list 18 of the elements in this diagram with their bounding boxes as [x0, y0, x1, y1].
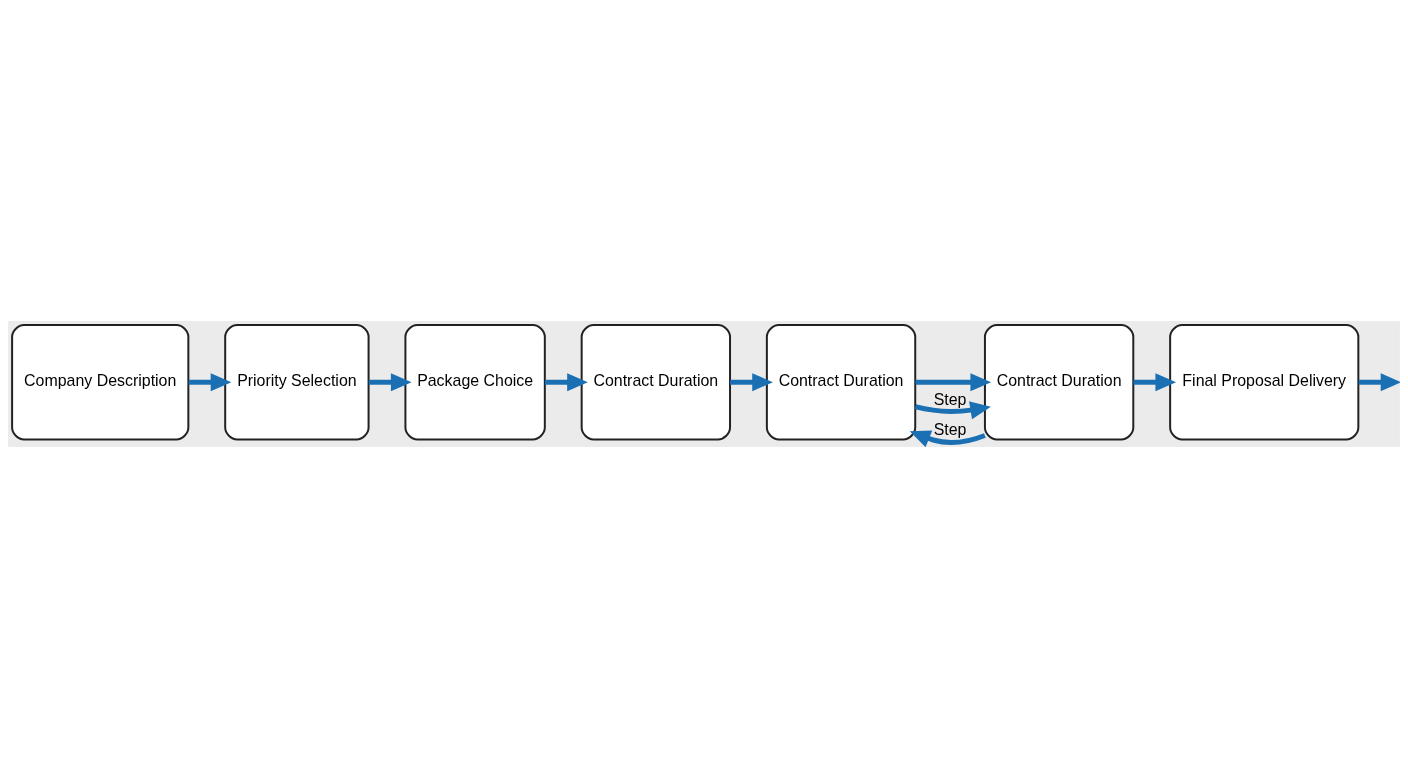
- arrow: [1358, 373, 1400, 392]
- node-box: Final Proposal Delivery: [1169, 324, 1360, 441]
- arrow: [188, 373, 232, 392]
- arrow: [914, 401, 991, 420]
- arrow: [909, 430, 986, 447]
- arrow: [915, 373, 992, 392]
- arrow: [368, 373, 412, 392]
- arrow: [544, 373, 588, 392]
- node-box: Priority Selection: [224, 324, 370, 441]
- node-box: Contract Duration: [983, 324, 1135, 441]
- node-box: Contract Duration: [765, 324, 917, 441]
- arrow: [730, 373, 773, 392]
- arrow: [1133, 373, 1177, 392]
- node-box: Company Description: [11, 324, 190, 441]
- edge-label: Step: [933, 420, 967, 438]
- node-box: Package Choice: [404, 324, 546, 441]
- node-box: Contract Duration: [580, 324, 732, 441]
- edge-label: Step: [933, 390, 967, 408]
